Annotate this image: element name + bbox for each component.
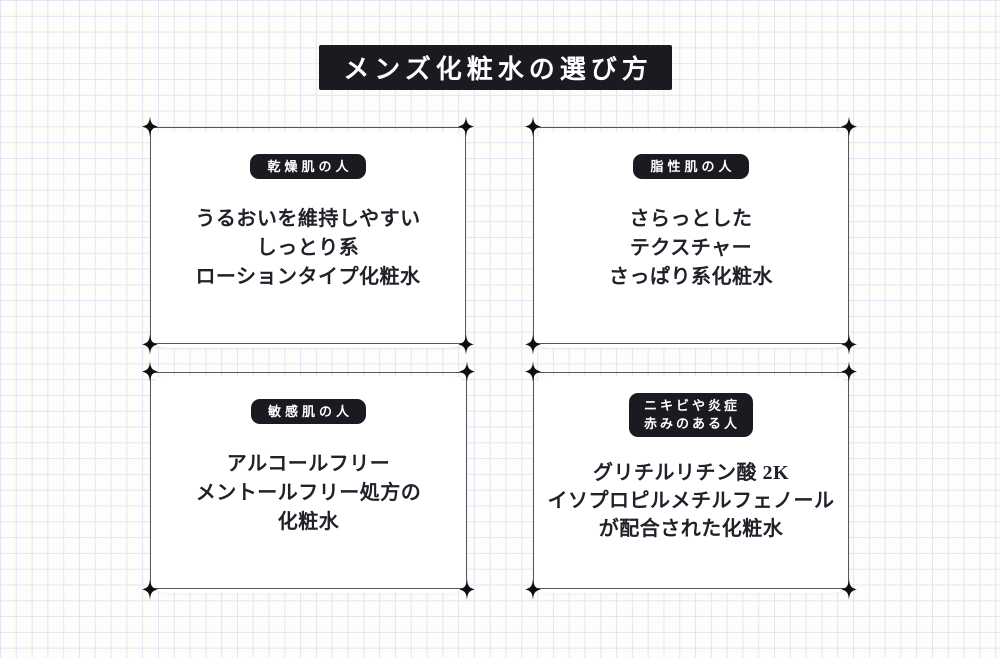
badge-label: 脂性肌の人 [650,159,736,174]
text-line: メントールフリー処方の [195,482,422,504]
card-frame [150,372,467,589]
card-sensitive-skin: 敏感肌の人 アルコールフリー メントールフリー処方の 化粧水 [142,361,475,600]
sparkle-icon [142,334,158,355]
sparkle-icon [525,579,541,600]
badge-label: 乾燥肌の人 [267,159,353,174]
text-line: さらっとした [629,208,753,230]
card-text: さらっとした テクスチャー さっぱり系化粧水 [609,205,773,292]
text-line: テクスチャー [629,237,753,259]
card-dry-skin: 乾燥肌の人 うるおいを維持しやすい しっとり系 ローションタイプ化粧水 [142,116,474,355]
sparkle-icon [525,361,541,382]
badge-acne-redness: ニキビや炎症 赤みのある人 [628,393,753,437]
badge-label: 敏感肌の人 [267,404,353,419]
card-frame [150,127,466,344]
text-line: しっとり系 [256,237,360,259]
card-acne-redness: ニキビや炎症 赤みのある人 グリチルリチン酸 2K イソプロピルメチルフェノール… [525,361,857,600]
card-content: ニキビや炎症 赤みのある人 グリチルリチン酸 2K イソプロピルメチルフェノール… [533,372,849,589]
badge-oily-skin: 脂性肌の人 [633,154,749,179]
text-line: が配合された化粧水 [598,518,784,540]
badge-label: 赤みのある人 [643,416,740,431]
card-frame [533,127,849,344]
sparkle-icon [142,116,158,137]
text-line: ローションタイプ化粧水 [195,266,421,288]
sparkle-icon [458,116,474,137]
sparkle-icon [459,361,475,382]
sparkle-icon [459,579,475,600]
card-text: グリチルリチン酸 2K イソプロピルメチルフェノール が配合された化粧水 [548,459,835,543]
sparkle-icon [841,579,857,600]
sparkle-icon [841,116,857,137]
text-line: イソプロピルメチルフェノール [547,490,835,512]
badge-dry-skin: 乾燥肌の人 [250,154,366,179]
card-text: うるおいを維持しやすい しっとり系 ローションタイプ化粧水 [195,205,420,292]
badge-sensitive-skin: 敏感肌の人 [250,399,366,424]
card-content: 乾燥肌の人 うるおいを維持しやすい しっとり系 ローションタイプ化粧水 [150,127,466,344]
text-line: うるおいを維持しやすい [195,208,421,230]
badge-label: ニキビや炎症 [643,398,740,413]
text-line: アルコールフリー [226,453,391,475]
text-line: さっぱり系化粧水 [609,266,773,288]
card-frame [533,372,849,589]
sparkle-icon [525,334,541,355]
card-oily-skin: 脂性肌の人 さらっとした テクスチャー さっぱり系化粧水 [525,116,857,355]
text-line: グリチルリチン酸 2K [592,462,790,484]
card-text: アルコールフリー メントールフリー処方の 化粧水 [196,450,422,537]
text-line: 化粧水 [277,511,340,533]
sparkle-icon [458,334,474,355]
sparkle-icon [841,361,857,382]
page-title: メンズ化粧水の選び方 [319,45,672,90]
card-content: 敏感肌の人 アルコールフリー メントールフリー処方の 化粧水 [150,372,467,589]
sparkle-icon [525,116,541,137]
card-content: 脂性肌の人 さらっとした テクスチャー さっぱり系化粧水 [533,127,849,344]
sparkle-icon [142,361,158,382]
sparkle-icon [142,579,158,600]
sparkle-icon [841,334,857,355]
